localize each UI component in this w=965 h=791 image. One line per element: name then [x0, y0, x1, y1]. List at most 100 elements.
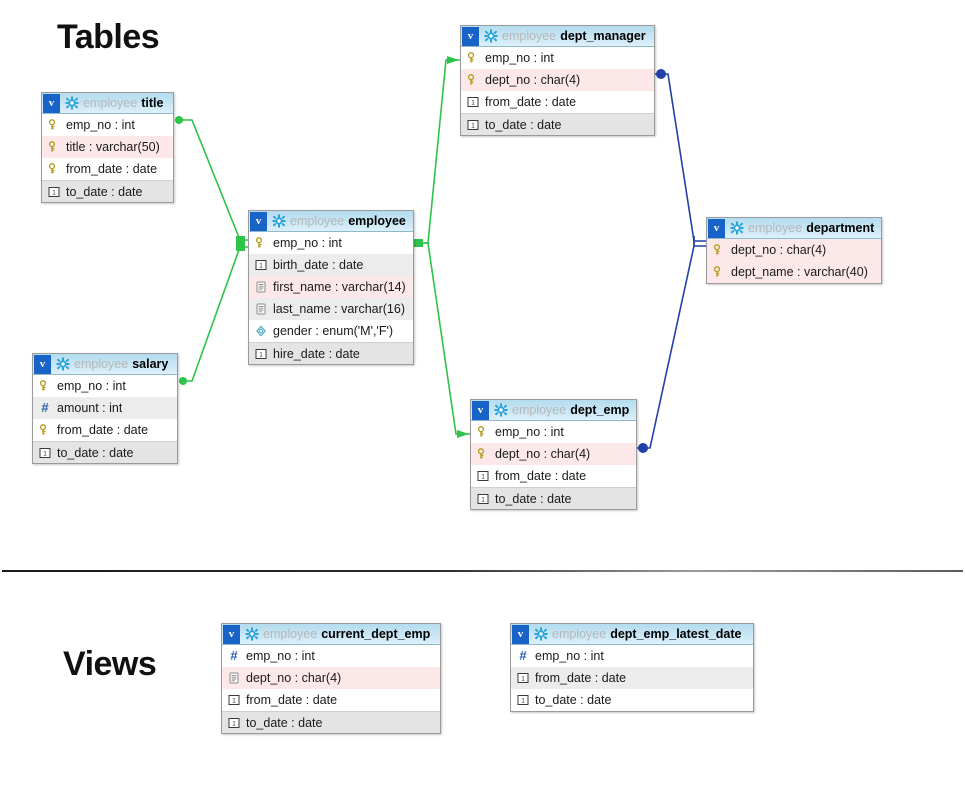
column-row[interactable]: emp_no : int: [461, 47, 654, 69]
column-row[interactable]: 1 to_date : date: [222, 711, 440, 733]
column-row[interactable]: # emp_no : int: [511, 645, 753, 667]
key-icon: [467, 52, 479, 64]
table-name: dept_manager: [560, 29, 646, 43]
column-row[interactable]: from_date : date: [42, 158, 173, 180]
column-row[interactable]: from_date : date: [33, 419, 177, 441]
column-label: last_name : varchar(16): [273, 302, 406, 316]
date-icon: 1: [39, 447, 51, 459]
relationship-employee-dept-manager: [414, 56, 460, 247]
column-row[interactable]: emp_no : int: [471, 421, 636, 443]
column-row[interactable]: dept_no : char(4): [707, 239, 881, 261]
table-name: department: [806, 221, 875, 235]
number-icon: #: [519, 648, 527, 663]
column-row[interactable]: dept_name : varchar(40): [707, 261, 881, 283]
column-label: gender : enum('M','F'): [273, 324, 394, 338]
key-icon: [39, 424, 51, 436]
column-label: to_date : date: [57, 445, 134, 460]
column-label: from_date : date: [57, 423, 149, 437]
svg-text:1: 1: [232, 698, 236, 705]
table-name: employee: [348, 214, 406, 228]
date-icon: 1: [477, 493, 489, 505]
key-icon: [48, 163, 60, 175]
date-icon: 1: [228, 694, 240, 706]
column-label: from_date : date: [485, 95, 577, 109]
column-row[interactable]: dept_no : char(4): [461, 69, 654, 91]
relationship-dept-emp-department: [637, 245, 706, 453]
section-divider: [2, 570, 963, 572]
column-label: title : varchar(50): [66, 140, 160, 154]
key-icon: [255, 237, 267, 249]
view-name: current_dept_emp: [321, 627, 431, 641]
schema-name: employee: [502, 29, 557, 43]
column-row[interactable]: first_name : varchar(14): [249, 276, 413, 298]
schema-name: employee: [263, 627, 318, 641]
column-row[interactable]: last_name : varchar(16): [249, 298, 413, 320]
svg-text:1: 1: [471, 122, 475, 129]
number-icon: #: [230, 648, 238, 663]
gear-icon: [484, 29, 498, 43]
key-icon: [477, 448, 489, 460]
schema-name: employee: [748, 221, 803, 235]
key-icon: [48, 119, 60, 131]
column-label: to_date : date: [66, 184, 143, 199]
column-row[interactable]: emp_no : int: [33, 375, 177, 397]
svg-text:1: 1: [232, 720, 236, 727]
column-label: emp_no : int: [57, 379, 126, 393]
column-row[interactable]: emp_no : int: [249, 232, 413, 254]
enum-icon: [255, 325, 267, 337]
column-row[interactable]: title : varchar(50): [42, 136, 173, 158]
text-icon: [255, 281, 267, 293]
column-row[interactable]: #amount : int: [33, 397, 177, 419]
text-icon: [228, 672, 240, 684]
column-row[interactable]: dept_no : char(4): [471, 443, 636, 465]
column-label: emp_no : int: [495, 425, 564, 439]
gear-icon: [56, 357, 70, 371]
column-label: dept_no : char(4): [731, 243, 827, 257]
column-row[interactable]: emp_no : int: [42, 114, 173, 136]
svg-text:1: 1: [43, 450, 47, 457]
schema-name: employee: [552, 627, 607, 641]
column-label: to_date : date: [246, 715, 323, 730]
date-icon: 1: [255, 259, 267, 271]
key-icon: [39, 380, 51, 392]
relationship-title-employee: [175, 116, 248, 244]
view-badge-icon: v: [472, 401, 489, 420]
column-row[interactable]: gender : enum('M','F'): [249, 320, 413, 342]
date-icon: 1: [467, 96, 479, 108]
column-label: emp_no : int: [535, 649, 604, 663]
section-heading-tables: Tables: [57, 18, 160, 56]
column-row[interactable]: 1 from_date : date: [461, 91, 654, 113]
relationship-employee-dept-emp: [414, 242, 470, 438]
svg-text:1: 1: [481, 496, 485, 503]
column-row[interactable]: dept_no : char(4): [222, 667, 440, 689]
column-label: dept_no : char(4): [246, 671, 342, 685]
date-icon: 1: [517, 672, 529, 684]
column-row[interactable]: 1 to_date : date: [33, 441, 177, 463]
column-row[interactable]: #emp_no : int: [222, 645, 440, 667]
